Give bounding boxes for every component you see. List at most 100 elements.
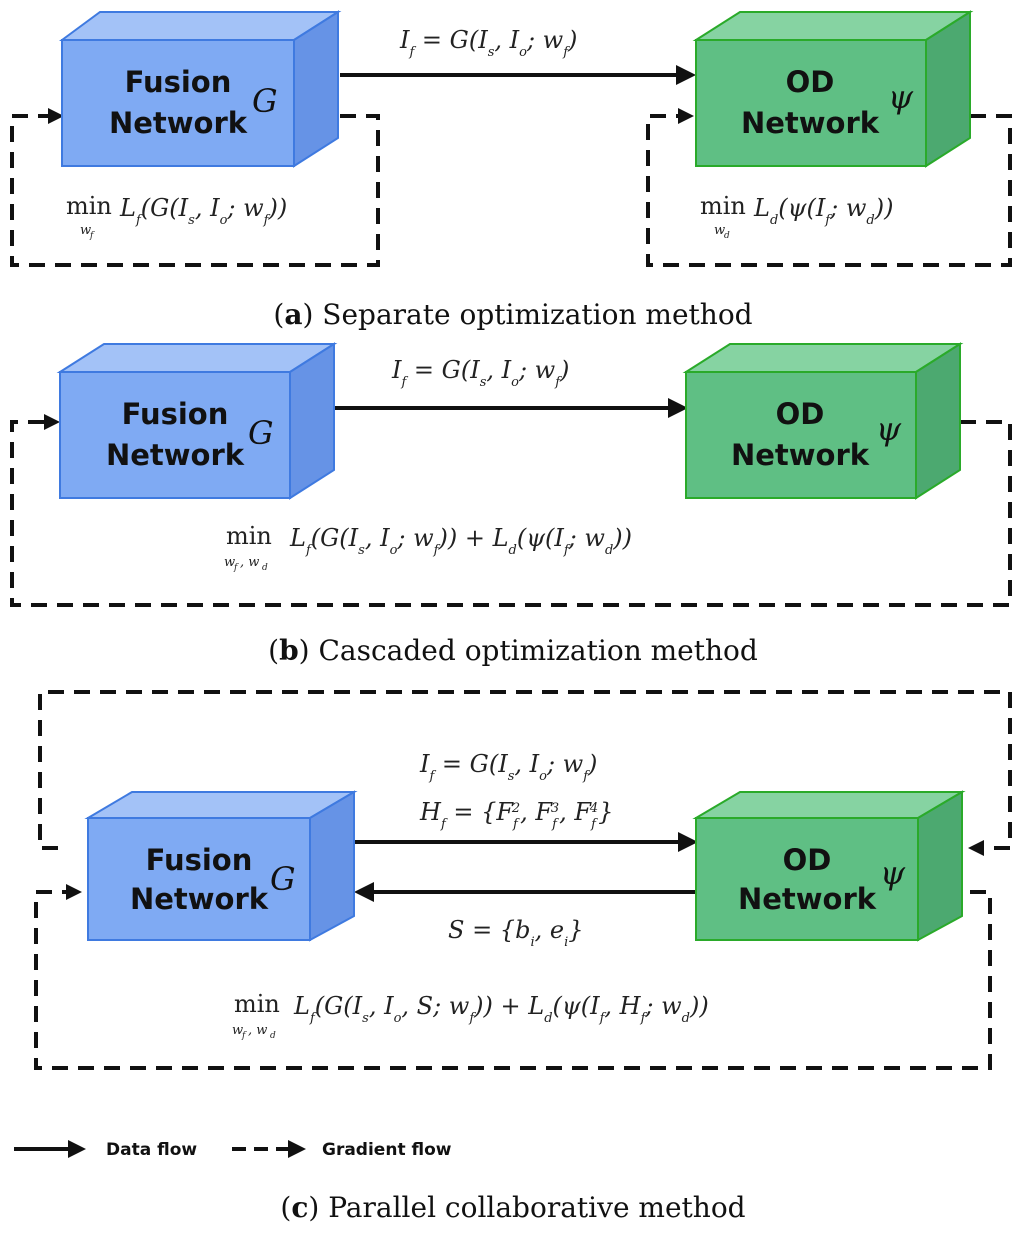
inner-gradient-loop <box>34 890 992 1070</box>
fusion-gradient-loop <box>10 114 380 267</box>
svg-text:, w: , w <box>248 1023 267 1038</box>
fusion-block-front <box>59 371 291 499</box>
inner-gradient-arrowhead <box>66 884 82 900</box>
legend-data-flow-arrowhead <box>68 1140 86 1158</box>
svg-text:w: w <box>714 223 725 238</box>
od-block-label-line2: Network <box>741 106 880 140</box>
svg-text:If = G(Is, Io; wf): If = G(Is, Io; wf) <box>419 750 597 784</box>
fusion-block-symbol: G <box>252 82 278 120</box>
od-block-symbol: ψ <box>880 854 906 892</box>
data-flow-equation: If = G(Is, Io; wf) <box>399 26 577 60</box>
svg-text:f: f <box>233 563 239 573</box>
data-flow-equation-1: If = G(Is, Io; wf) <box>419 750 597 784</box>
od-block-top <box>692 791 966 819</box>
fusion-block-label-line1: Fusion <box>125 65 232 99</box>
fusion-block-label-line1: Fusion <box>146 843 253 877</box>
svg-text:f: f <box>89 231 95 241</box>
od-loss-equation: min wd Ld(ψ(If; wd)) <box>700 192 893 241</box>
joint-gradient-loop <box>10 420 1012 607</box>
caption-a: (a) Separate optimization method <box>273 298 752 331</box>
od-block-top <box>682 343 964 373</box>
svg-text:Lf(G(Is, Io; wf)): Lf(G(Is, Io; wf)) <box>119 194 287 228</box>
caption-b: (b) Cascaded optimization method <box>268 634 758 667</box>
fusion-network-block: Fusion Network G <box>56 342 338 500</box>
data-flow-arrowhead-backward <box>354 882 374 902</box>
od-block-front <box>695 817 919 941</box>
fusion-block-side <box>289 342 335 500</box>
fusion-block-label-line2: Network <box>130 882 269 916</box>
joint-gradient-arrowhead <box>44 414 60 430</box>
svg-text:If = G(Is, Io; wf): If = G(Is, Io; wf) <box>391 356 569 390</box>
fusion-block-top <box>84 791 358 819</box>
fusion-block-front <box>61 39 295 167</box>
svg-text:, w: , w <box>240 555 259 570</box>
od-block-symbol: ψ <box>888 78 914 116</box>
svg-text:Hf = {Ff2, Ff3, Ff4}: Hf = {Ff2, Ff3, Ff4} <box>419 798 613 832</box>
od-network-block: OD Network ψ <box>692 790 966 942</box>
data-flow-equation-2: Hf = {Ff2, Ff3, Ff4} <box>419 798 613 832</box>
od-block-label-line1: OD <box>786 65 835 99</box>
svg-text:Ld(ψ(If; wd)): Ld(ψ(If; wd)) <box>753 194 893 228</box>
fusion-network-block: Fusion Network G <box>58 10 342 168</box>
od-block-side <box>915 342 961 500</box>
outer-gradient-loop <box>38 690 1012 850</box>
fusion-block-side <box>309 790 355 942</box>
svg-text:min: min <box>234 990 280 1018</box>
data-flow-arrowhead <box>668 398 688 418</box>
data-flow-arrowhead-forward <box>678 832 698 852</box>
od-network-block: OD Network ψ <box>692 10 974 168</box>
data-flow-arrowhead <box>676 65 696 85</box>
svg-text:min: min <box>226 522 272 550</box>
fusion-network-block: Fusion Network G <box>84 790 358 942</box>
fusion-block-top <box>58 11 342 41</box>
svg-text:d: d <box>270 1031 276 1041</box>
fusion-block-side <box>293 10 339 168</box>
od-block-front <box>685 371 917 499</box>
data-flow-equation: If = G(Is, Io; wf) <box>391 356 569 390</box>
svg-text:Lf(G(Is, Io, S; wf)) + Ld(ψ(If: Lf(G(Is, Io, S; wf)) + Ld(ψ(If, Hf; wd)) <box>293 992 709 1026</box>
panel-a: Fusion Network G OD Network ψ If = G(Is,… <box>10 10 1012 331</box>
fusion-loss-equation: min wf Lf(G(Is, Io; wf)) <box>66 192 287 241</box>
panel-b: Fusion Network G OD Network ψ If = G(Is,… <box>10 342 1012 667</box>
od-block-label-line2: Network <box>731 438 870 472</box>
legend-gradient-flow-arrowhead <box>288 1140 306 1158</box>
od-block-label-line1: OD <box>783 843 832 877</box>
legend-gradient-flow-label: Gradient flow <box>322 1140 452 1160</box>
svg-text:min: min <box>66 192 112 220</box>
od-block-label-line1: OD <box>776 397 825 431</box>
svg-text:w: w <box>224 555 235 570</box>
od-block-side <box>925 10 971 168</box>
fusion-block-label-line2: Network <box>106 438 245 472</box>
svg-text:w: w <box>232 1023 243 1038</box>
od-gradient-loop <box>646 114 1012 267</box>
fusion-block-label-line1: Fusion <box>122 397 229 431</box>
svg-text:d: d <box>724 231 730 241</box>
fusion-gradient-arrowhead <box>48 108 64 124</box>
legend-data-flow-label: Data flow <box>106 1140 197 1160</box>
od-block-top <box>692 11 974 41</box>
caption-c: (c) Parallel collaborative method <box>280 1191 745 1224</box>
panel-c: Fusion Network G OD Network ψ If = G(Is,… <box>14 690 1012 1224</box>
svg-text:S = {bi, ei}: S = {bi, ei} <box>448 916 584 950</box>
svg-text:Lf(G(Is, Io; wf)) + Ld(ψ(If; w: Lf(G(Is, Io; wf)) + Ld(ψ(If; wd)) <box>289 524 632 558</box>
od-network-block: OD Network ψ <box>682 342 964 500</box>
od-block-front <box>695 39 927 167</box>
svg-text:d: d <box>262 563 268 573</box>
legend: Data flow Gradient flow <box>14 1140 452 1160</box>
fusion-block-label-line2: Network <box>109 106 248 140</box>
od-block-side <box>917 790 963 942</box>
svg-text:w: w <box>80 223 91 238</box>
fusion-block-top <box>56 343 338 373</box>
od-block-label-line2: Network <box>738 882 877 916</box>
outer-gradient-arrowhead <box>968 840 984 856</box>
od-gradient-arrowhead <box>678 108 694 124</box>
fusion-block-symbol: G <box>248 414 274 452</box>
svg-text:If = G(Is, Io; wf): If = G(Is, Io; wf) <box>399 26 577 60</box>
svg-text:min: min <box>700 192 746 220</box>
feedback-equation: S = {bi, ei} <box>448 916 584 950</box>
od-block-symbol: ψ <box>876 410 902 448</box>
fusion-block-front <box>87 817 311 941</box>
